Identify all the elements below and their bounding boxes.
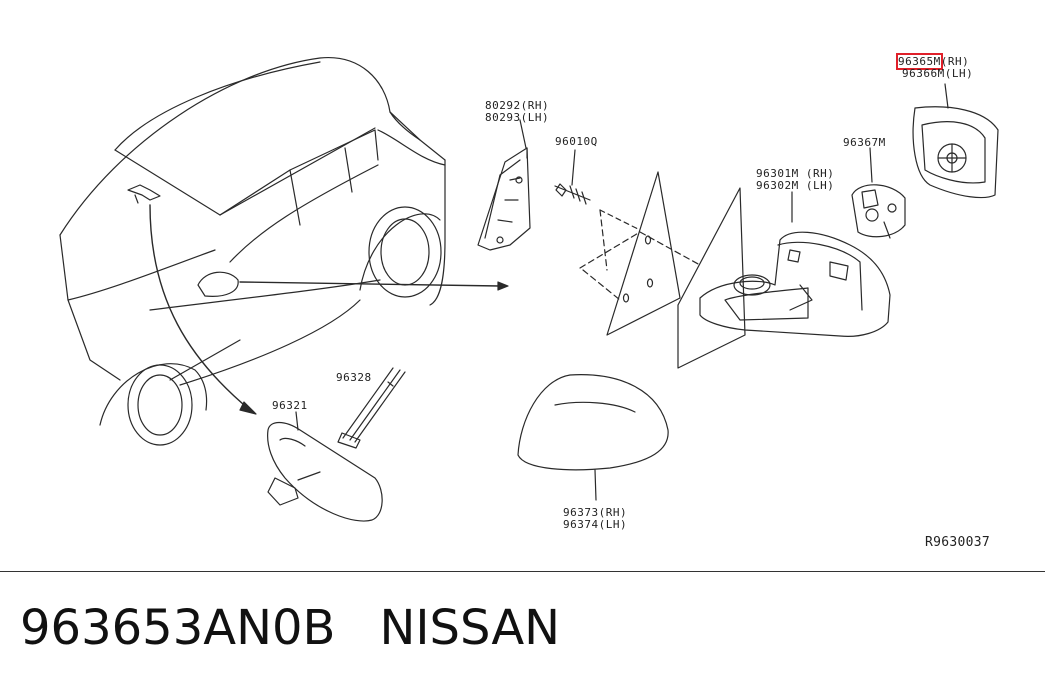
callout-mirror-glass-rh-side: (RH) <box>940 55 970 68</box>
callout-inner-cover-lh: 80293(LH) <box>485 111 550 124</box>
callout-mirror-body-rh: 96301M (RH) <box>756 167 835 180</box>
mirror-stay-part <box>337 367 406 449</box>
inner-cover-part <box>477 119 531 251</box>
callout-mirror-stay: 96328 <box>336 371 372 384</box>
callout-inner-cover-rh: 80292(RH) <box>485 99 550 112</box>
pointer-arrows <box>149 204 509 415</box>
callout-cap-rh: 96373(RH) <box>563 506 628 519</box>
mirror-glass-part <box>912 83 999 199</box>
mirror-body-part <box>677 187 891 369</box>
callout-highlight-box: 96365M <box>896 53 943 70</box>
callout-cap-lh: 96374(LH) <box>563 518 628 531</box>
mirror-glass-plate <box>579 171 701 336</box>
brand-name: NISSAN <box>379 600 561 656</box>
callout-mirror-body-lh: 96302M (LH) <box>756 179 835 192</box>
inside-mirror-part <box>267 411 383 522</box>
parts-diagram <box>59 57 999 522</box>
bolt-part <box>554 149 641 231</box>
callout-motor: 96367M <box>843 136 886 149</box>
motor-part <box>851 147 906 239</box>
footer-divider <box>0 571 1045 572</box>
diagram-reference: R9630037 <box>925 535 991 550</box>
callout-bolt: 96010Q <box>555 135 598 148</box>
callout-mirror-glass-rh: 96365M(RH) <box>896 53 970 70</box>
part-number: 963653AN0B <box>20 600 336 656</box>
callout-mirror-glass-lh: 96366M(LH) <box>902 67 974 80</box>
mirror-cap-part <box>517 374 669 501</box>
footer: 963653AN0B NISSAN <box>20 598 560 658</box>
callout-inside-mirror: 96321 <box>272 399 308 412</box>
